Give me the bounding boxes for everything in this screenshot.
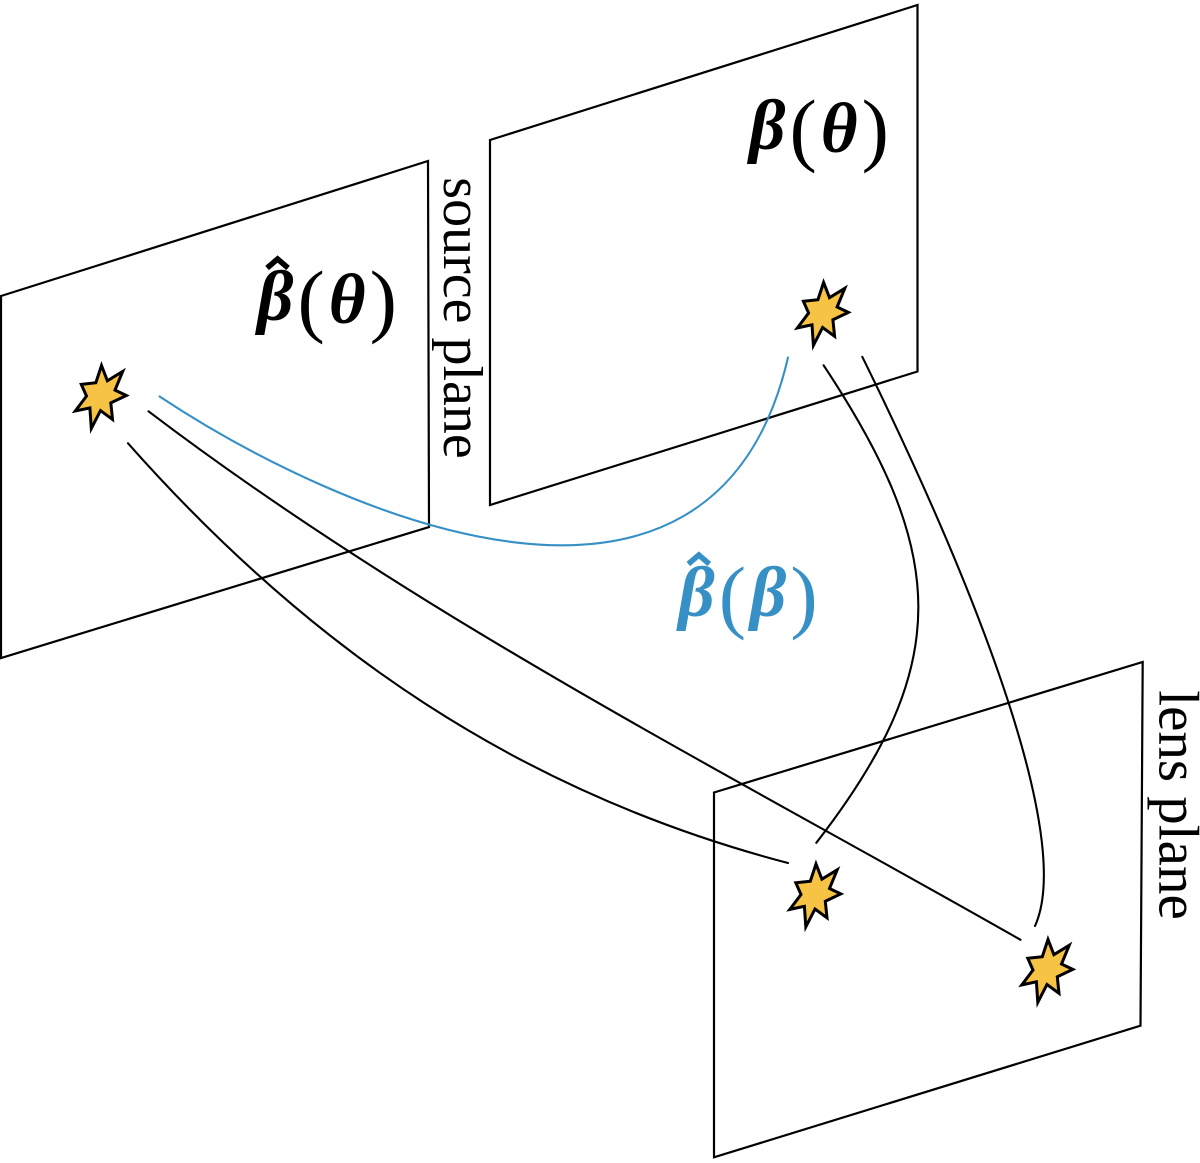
label-lens-plane: lens plane — [1146, 690, 1200, 920]
ray-source-right-to-lens-right — [861, 355, 1045, 928]
label-beta-of-theta: β(θ) — [749, 84, 893, 170]
star-source-left — [71, 361, 130, 434]
hat-accent-icon — [265, 255, 290, 271]
source-plane-left-quad — [0, 159, 431, 660]
close-paren: ) — [790, 550, 822, 641]
hat-chevron-shape — [265, 255, 290, 271]
open-paren: ( — [789, 83, 821, 174]
ray-source-left-to-lens-right — [147, 410, 1022, 941]
star-lens-left — [786, 859, 845, 933]
source-plane-right-quad — [488, 3, 919, 507]
ray-source-right-to-lens-left — [815, 364, 920, 844]
hat-accent-icon — [686, 551, 712, 567]
hat-chevron-shape — [686, 551, 712, 567]
beta-arg-symbol: β — [750, 554, 791, 632]
beta-symbol: β — [678, 554, 719, 632]
star-lens-right — [1018, 934, 1077, 1008]
theta-symbol: θ — [820, 90, 862, 168]
beta-with-hat: β — [678, 551, 718, 632]
mapping-curve-blue — [158, 356, 790, 547]
label-beta-hat-of-beta: β(β) — [678, 551, 821, 637]
star-source-right — [793, 277, 852, 351]
beta-symbol: β — [257, 258, 298, 336]
beta-with-hat: β — [257, 255, 297, 336]
label-source-plane: source plane — [431, 177, 493, 459]
close-paren: ) — [369, 254, 401, 345]
theta-symbol: θ — [328, 261, 370, 339]
ray-source-left-to-lens-left — [126, 442, 790, 865]
lens-plane-quad — [712, 660, 1144, 1159]
open-paren: ( — [718, 550, 750, 641]
close-paren: ) — [861, 83, 893, 174]
open-paren: ( — [297, 254, 329, 345]
beta-symbol: β — [749, 87, 790, 165]
label-beta-hat-of-theta: β(θ) — [257, 255, 401, 341]
